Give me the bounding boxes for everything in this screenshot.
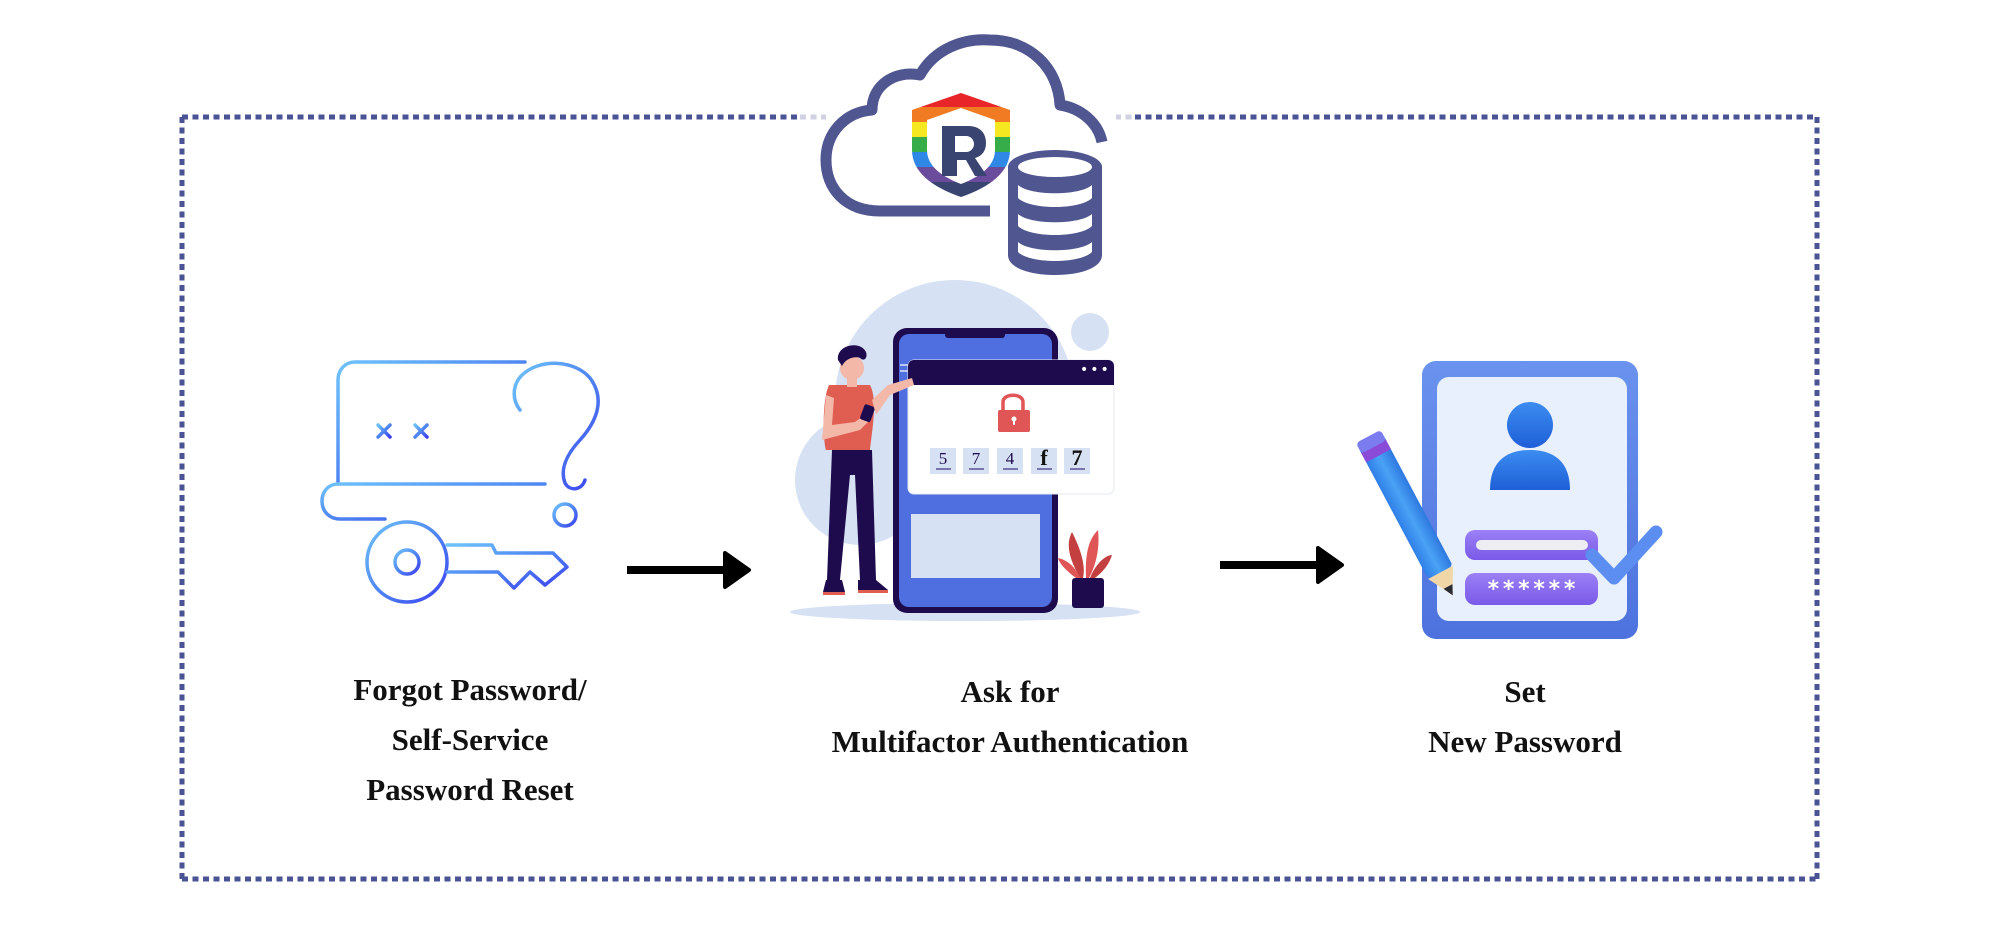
code-digit: 5 [938, 449, 948, 468]
pencil-icon [1357, 431, 1453, 596]
password-field [1465, 573, 1598, 605]
person-illustration [822, 345, 914, 595]
code-digit: 7 [971, 449, 981, 468]
cloud-shield-database-icon [820, 34, 1116, 275]
step-label-mfa: Ask for Multifactor Authentication [760, 667, 1260, 767]
code-digit: 4 [1005, 449, 1015, 468]
profile-card-password-icon [1357, 361, 1663, 639]
code-boxes [930, 448, 1090, 474]
label-line: Forgot Password/ [353, 672, 587, 707]
label-line: Self-Service [391, 722, 549, 757]
label-line: Ask for [960, 674, 1060, 709]
checkmark-icon [1585, 525, 1663, 585]
label-line: Multifactor Authentication [831, 724, 1189, 759]
laptop-key-question-icon [320, 360, 600, 604]
popup-menu-dots: ••• [1080, 362, 1111, 378]
password-mask: ****** [1486, 577, 1579, 602]
plant-illustration [1058, 530, 1112, 608]
mfa-code-digits: 5 7 4 f 7 [930, 445, 1090, 474]
user-avatar-icon [1507, 402, 1553, 448]
step-label-forgot-password: Forgot Password/ Self-Service Password R… [270, 665, 670, 815]
database-icon [1008, 150, 1102, 275]
label-line: Set [1504, 674, 1546, 709]
code-digit: 7 [1071, 445, 1083, 470]
label-line: New Password [1428, 724, 1622, 759]
label-line: Password Reset [366, 772, 574, 807]
flow-arrow-2 [1220, 546, 1344, 584]
flow-arrow-1 [627, 551, 751, 589]
step-label-set-password: Set New Password [1380, 667, 1670, 767]
code-digit: f [1040, 445, 1048, 470]
phone-mfa-icon [790, 280, 1140, 621]
